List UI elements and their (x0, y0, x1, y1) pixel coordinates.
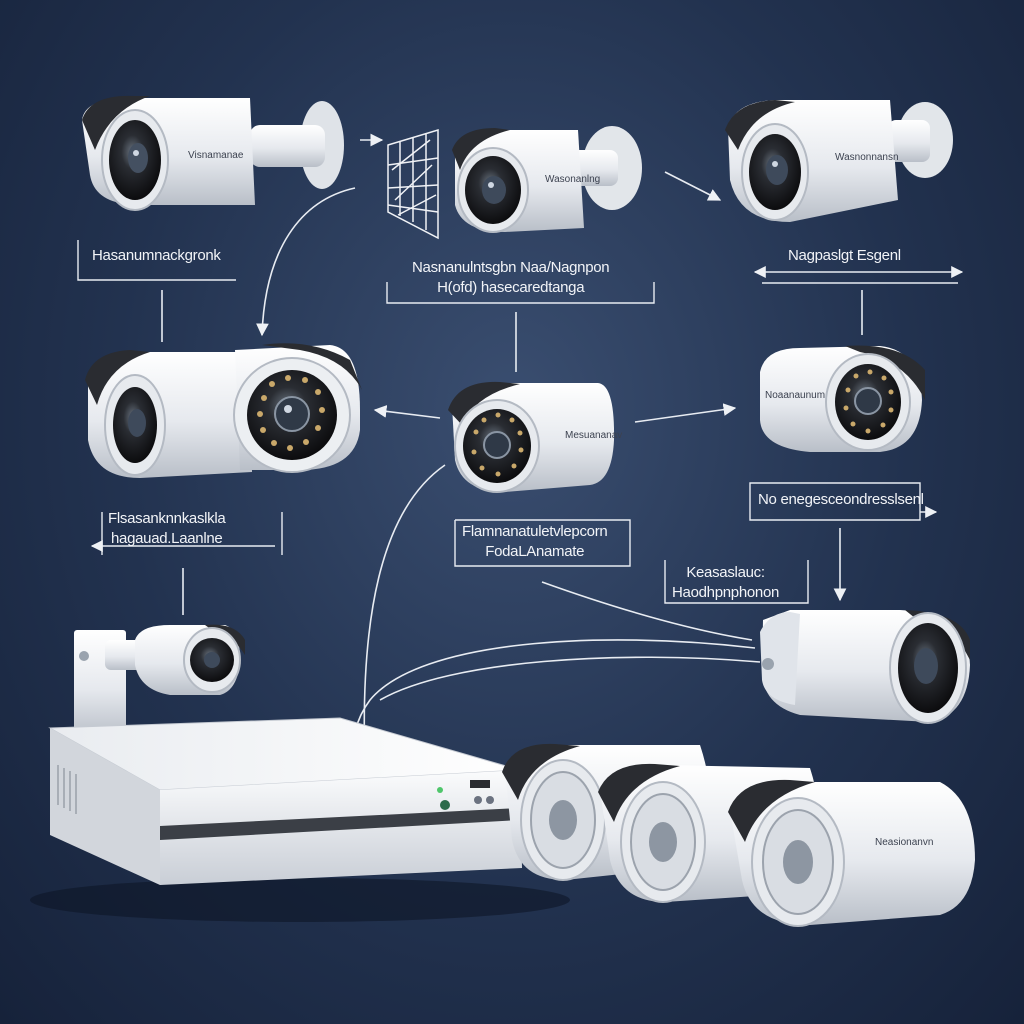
arrow-to-camera-low-right (541, 581, 753, 641)
bullet-camera-lower-right (760, 610, 970, 724)
bullet-camera-mid-center (448, 381, 615, 493)
label-top-center: Nasnanulntsgbn Naa/Nagnpon H(ofd) haseca… (412, 259, 610, 296)
network-grid-icon (387, 128, 439, 240)
bullet-camera-mid-right (760, 345, 925, 452)
label-frames (77, 240, 958, 604)
camera-brand-text: Visnamanae (188, 150, 244, 161)
bullet-camera-mid-left-front (233, 343, 362, 473)
label-mid-right: No enegesceondresslsenl (758, 491, 924, 508)
bullet-camera-mid-left-rear (85, 350, 252, 478)
arrow-curve-top (256, 187, 356, 337)
camera-brand-text: Mesuananav (565, 430, 622, 441)
label-mid-center: Flamnanatuletvlepcorn FodaLAnamate (462, 523, 608, 560)
dvr-recorder (30, 717, 570, 922)
arrow-top-right (664, 171, 722, 201)
camera-brand-text: Neasionanvn (875, 837, 933, 848)
arrow-mid-right (634, 403, 737, 423)
camera-brand-text: Noaanaunum (765, 390, 825, 401)
label-lower-right: Keasaslauc: Haodhpnphonon (672, 564, 780, 601)
bullet-camera-bottom-3 (728, 779, 975, 927)
arrow-to-dvr-1 (358, 464, 446, 767)
arrow-to-dvr-3 (379, 656, 761, 701)
arrow-mid-left (373, 405, 441, 419)
label-top-right: Nagpaslgt Esgenl (788, 247, 901, 264)
bullet-camera-top-center (452, 126, 642, 233)
bullet-camera-on-dvr (74, 624, 245, 738)
bullet-camera-top-right (725, 100, 953, 222)
camera-brand-text: Wasnonnansn (835, 152, 899, 163)
label-top-left: Hasanumnackgronk (92, 247, 221, 264)
bullet-camera-top-left (82, 95, 344, 211)
label-mid-left: Flsasanknnkaslkla hagauad.Laanlne (108, 510, 226, 547)
camera-brand-text: Wasonanlng (545, 174, 600, 185)
